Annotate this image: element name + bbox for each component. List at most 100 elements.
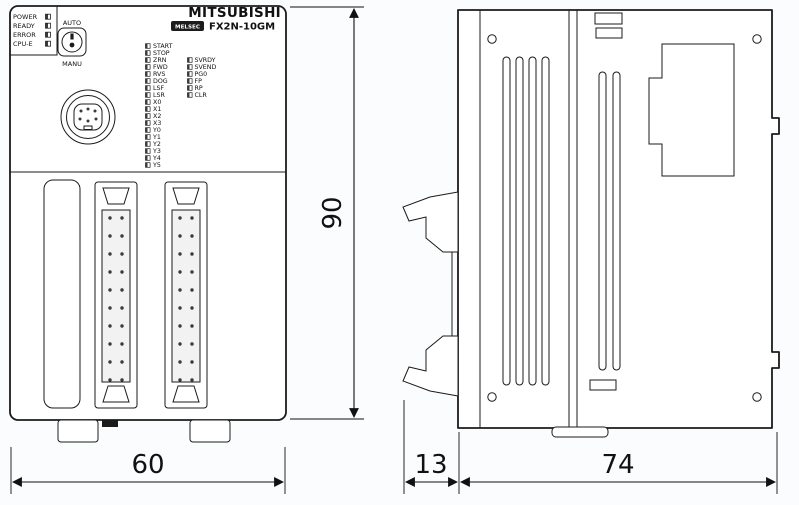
io-led-label: X2 xyxy=(153,113,161,120)
bottom-foot xyxy=(551,426,609,438)
dimension-width: 60 xyxy=(10,447,286,494)
connector-bottom-latch xyxy=(172,385,200,403)
connector-pin-field xyxy=(101,209,131,383)
io-led-label: Y4 xyxy=(152,155,161,162)
led-indicator xyxy=(145,113,151,119)
io-led-row: SVRDY xyxy=(187,57,216,64)
led-indicator xyxy=(187,85,193,91)
cover-strip xyxy=(43,179,81,409)
brand-block: MITSUBISHI MELSEC FX2N-10GM xyxy=(171,5,281,33)
led-indicator xyxy=(145,99,151,105)
io-led-label: FWD xyxy=(153,64,168,71)
status-led-label: ERROR xyxy=(13,31,36,39)
io-led-label: STOP xyxy=(153,50,170,57)
io-led-column-1: START STOP ZRN FWD RVS DOG LSF LSR X0 X1… xyxy=(145,43,173,169)
led-indicator xyxy=(145,106,151,112)
mounting-tab-left xyxy=(57,419,99,443)
connector-cutout xyxy=(648,43,735,177)
io-led-row: LSF xyxy=(145,85,165,92)
io-led-row: DOG xyxy=(145,78,168,85)
mini-din-connector xyxy=(60,89,116,145)
side-view xyxy=(402,9,780,438)
io-led-row: ZRN xyxy=(145,57,167,64)
status-led-label: CPU-E xyxy=(13,40,33,48)
led-indicator xyxy=(187,71,193,77)
vent-slots-right xyxy=(589,27,623,391)
led-indicator xyxy=(145,127,151,133)
connector-pin-field xyxy=(171,209,201,383)
melsec-badge xyxy=(171,21,204,31)
status-led-label: POWER xyxy=(13,13,38,21)
dimension-clip-depth: 13 xyxy=(403,400,460,494)
io-led-row: Y0 xyxy=(145,127,161,134)
front-view: POWER READY ERROR CPU-E AUTO MANU xyxy=(9,5,287,443)
io-led-row: X2 xyxy=(145,113,161,120)
io-led-row: X1 xyxy=(145,106,161,113)
brand-logo: MITSUBISHI xyxy=(188,5,281,21)
status-led-row: ERROR xyxy=(13,31,51,39)
led-indicator xyxy=(187,57,193,63)
led-indicator xyxy=(187,78,193,84)
io-led-label: START xyxy=(153,43,173,50)
dimension-annotations: 90 60 13 74 xyxy=(10,6,778,494)
mode-switch-dot xyxy=(69,42,75,48)
led-indicator xyxy=(45,31,51,38)
io-led-label: RP xyxy=(195,85,203,92)
io-led-label: Y5 xyxy=(152,162,161,169)
status-led-row: READY xyxy=(13,22,51,30)
status-panel-border xyxy=(10,6,58,56)
io-led-row: CLR xyxy=(187,92,208,99)
led-indicator xyxy=(145,162,151,168)
io-led-row: Y1 xyxy=(145,134,161,141)
mode-switch: AUTO MANU xyxy=(57,19,87,68)
io-led-row: FP xyxy=(187,78,203,85)
io-led-row: Y5 xyxy=(145,162,161,169)
io-led-row: RP xyxy=(187,85,203,92)
led-indicator xyxy=(145,57,151,63)
mode-switch-slot xyxy=(70,33,74,40)
io-led-label: CLR xyxy=(195,92,208,99)
connector-top-latch xyxy=(102,187,130,205)
mode-switch-lower-label: MANU xyxy=(62,60,82,68)
mounting-tab-right xyxy=(189,419,231,443)
led-indicator xyxy=(145,148,151,154)
io-led-row: START xyxy=(145,43,173,50)
screw-hole xyxy=(752,34,762,44)
din-clip-bottom xyxy=(402,335,459,397)
top-edge-slot xyxy=(594,12,623,25)
led-indicator xyxy=(145,71,151,77)
mode-switch-knob xyxy=(61,31,83,53)
screw-hole xyxy=(487,34,497,44)
status-led-row: POWER xyxy=(13,13,51,21)
connector-pins xyxy=(78,107,98,123)
connector-pins xyxy=(178,216,194,382)
io-led-label: Y1 xyxy=(152,134,161,141)
led-indicator xyxy=(145,64,151,70)
io-led-label: Y3 xyxy=(152,148,161,155)
bottom-notch xyxy=(102,420,118,427)
io-led-column-2: SVRDY SVEND PG0 FP RP CLR xyxy=(187,57,217,99)
connector-pins xyxy=(108,216,124,382)
io-led-row: X3 xyxy=(145,120,161,127)
io-led-row: X0 xyxy=(145,99,161,106)
io-led-label: SVEND xyxy=(195,64,217,71)
io-led-label: FP xyxy=(195,78,203,85)
screw-hole xyxy=(487,392,497,402)
io-led-label: Y2 xyxy=(152,141,161,148)
model-number: FX2N-10GM xyxy=(209,22,275,33)
screw-hole xyxy=(752,392,762,402)
connector-bottom-latch xyxy=(102,385,130,403)
status-led-panel: POWER READY ERROR CPU-E xyxy=(10,6,58,56)
io-led-row: Y3 xyxy=(145,148,161,155)
dimension-height-label: 90 xyxy=(318,196,348,229)
connector-top-latch xyxy=(172,187,200,205)
io-led-row: FWD xyxy=(145,64,168,71)
melsec-badge-label: MELSEC xyxy=(175,24,200,30)
ribbon-connector-1 xyxy=(94,181,138,409)
led-indicator xyxy=(45,22,51,29)
io-led-row: STOP xyxy=(145,50,170,57)
dimension-clip-depth-label: 13 xyxy=(414,450,447,480)
io-led-label: SVRDY xyxy=(195,57,216,64)
io-led-label: X0 xyxy=(153,99,161,106)
